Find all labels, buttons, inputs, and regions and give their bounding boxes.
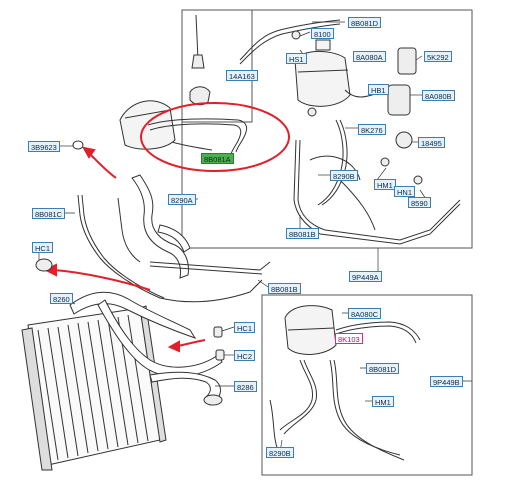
label-14A163[interactable]: 14A163 [226,70,258,81]
clamp-HC1-left [35,258,53,272]
label-HC2[interactable]: HC2 [234,350,256,361]
hose-8286 [149,371,223,406]
label-HN1[interactable]: HN1 [394,186,416,197]
bottom-inset-pipes [269,321,421,461]
label-8A080A[interactable]: 8A080A [353,51,386,62]
bottom-inset-frame [261,294,473,476]
label-HM1-top[interactable]: HM1 [374,179,396,190]
label-8B081A[interactable]: 8B081A [201,153,234,164]
expansion-tank-left [119,100,176,150]
small-fittings-top [291,30,423,185]
label-8290B-bottom[interactable]: 8290B [266,447,294,458]
label-HM1-bottom[interactable]: HM1 [372,396,394,407]
oring-3B9623 [72,140,84,150]
label-8B081D-top[interactable]: 8B081D [348,17,382,28]
label-3B9623[interactable]: 3B9623 [28,141,60,152]
label-8K103[interactable]: 8K103 [335,333,363,344]
label-8260[interactable]: 8260 [50,293,73,304]
label-HC1-left[interactable]: HC1 [32,242,54,253]
label-8A080B[interactable]: 8A080B [422,90,455,101]
label-8590[interactable]: 8590 [408,197,431,208]
highlight-ellipse [140,102,290,172]
clamp-HC2 [215,349,225,361]
pipe-8B081B [149,261,271,275]
label-8B081B-top[interactable]: 8B081B [286,228,319,239]
label-18495[interactable]: 18495 [418,137,445,148]
label-8B081C[interactable]: 8B081C [32,208,66,219]
small-inset-frame [181,9,253,123]
top-inset-frame [181,9,473,249]
label-8B081D-bottom[interactable]: 8B081D [366,363,400,374]
hose-8B081A [147,118,248,155]
bracket-14A163 [189,14,211,106]
label-HC1-right[interactable]: HC1 [234,322,256,333]
label-8A080C[interactable]: 8A080C [348,308,382,319]
label-8100[interactable]: 8100 [311,28,334,39]
label-9P449B[interactable]: 9P449B [430,376,463,387]
label-8K276[interactable]: 8K276 [358,124,386,135]
label-HB1[interactable]: HB1 [368,84,389,95]
expansion-tank-right [294,39,351,107]
label-8B081B-mid[interactable]: 8B081B [268,283,301,294]
radiator [21,305,167,471]
clamp-HC1-right [213,326,223,338]
label-8286[interactable]: 8286 [234,381,257,392]
label-5K292[interactable]: 5K292 [424,51,452,62]
hose-8260 [69,291,223,378]
label-9P449A[interactable]: 9P449A [349,271,382,282]
hose-8290A [131,174,191,279]
red-arrows [43,146,206,353]
valve-5K292 [387,47,417,149]
label-HS1[interactable]: HS1 [286,53,307,64]
label-8290A[interactable]: 8290A [168,194,196,205]
expansion-tank-bottom [284,305,337,355]
label-8290B-top[interactable]: 8290B [330,170,358,181]
